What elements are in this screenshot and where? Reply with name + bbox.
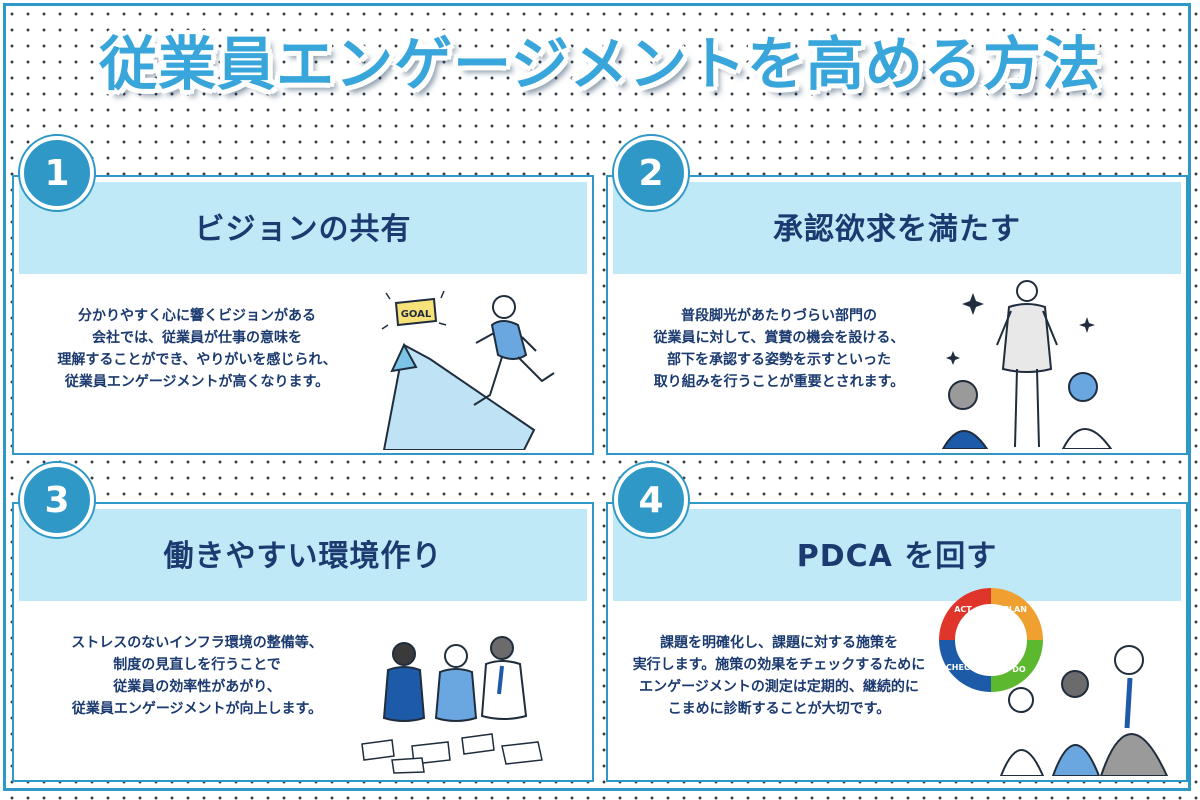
card-description: ストレスのないインフラ環境の整備等、 制度の見直しを行うことで 従業員の効率性が…	[32, 632, 362, 720]
pdca-label-act: ACT	[954, 605, 972, 614]
desc-line: 従業員エンゲージメントが高くなります。	[64, 374, 330, 390]
card-work-environment: 働きやすい環境作り ストレスのないインフラ環境の整備等、 制度の見直しを行うこと…	[12, 502, 594, 782]
step-number-2: 2	[614, 136, 688, 210]
clapping-person-left	[941, 380, 989, 449]
standing-person	[996, 280, 1058, 448]
card-description: 課題を明確化し、課題に対する施策を 実行します。施策の効果をチェックするために …	[614, 632, 944, 720]
desc-line: 普段脚光があたりづらい部門の	[681, 308, 877, 324]
desc-line: 部下を承認する姿勢を示すといった	[667, 352, 891, 368]
sparkle-icons	[946, 293, 1095, 365]
goal-label: GOAL	[401, 309, 432, 320]
pdca-label-do: DO	[1012, 665, 1026, 674]
card-header: PDCA を回す	[613, 509, 1181, 601]
card-heading: ビジョンの共有	[194, 212, 412, 247]
card-heading: PDCA を回す	[796, 539, 998, 574]
team-meeting-illustration	[361, 636, 543, 774]
papers	[361, 733, 543, 774]
card-header: ビジョンの共有	[19, 182, 587, 274]
card-vision: ビジョンの共有 分かりやすく心に響くビジョンがある 会社では、従業員が仕事の意味…	[12, 175, 594, 455]
card-description: 普段脚光があたりづらい部門の 従業員に対して、賞賛の機会を設ける、 部下を承認す…	[614, 305, 944, 393]
pdca-label-check: CHECK	[946, 663, 977, 672]
desc-line: 従業員の効率性があがり、	[113, 679, 281, 695]
pdca-cycle	[939, 588, 1043, 692]
praised-employee-illustration	[941, 280, 1113, 449]
step-number-4: 4	[614, 463, 688, 537]
desc-line: 実行します。施策の効果をチェックするために	[632, 657, 926, 673]
card-heading: 働きやすい環境作り	[163, 539, 443, 574]
card-pdca: PDCA を回す 課題を明確化し、課題に対する施策を 実行します。施策の効果をチ…	[606, 502, 1188, 782]
desc-line: 取り組みを行うことが重要とされます。	[653, 374, 905, 390]
desc-line: ストレスのないインフラ環境の整備等、	[71, 635, 323, 651]
desc-line: 理解することができ、やりがいを感じられ、	[57, 352, 337, 368]
desc-line: 従業員エンゲージメントが向上します。	[71, 701, 323, 717]
title-wrap: 従業員エンゲージメントを高める方法	[0, 28, 1200, 100]
desc-line: 会社では、従業員が仕事の意味を	[92, 330, 302, 346]
cheering-team	[999, 645, 1169, 776]
step-number-1: 1	[20, 136, 94, 210]
person-right	[480, 636, 528, 720]
running-to-goal-illustration: GOAL	[381, 290, 555, 450]
desc-line: 分かりやすく心に響くビジョンがある	[78, 308, 316, 324]
desc-line: 制度の見直しを行うことで	[113, 657, 281, 673]
desc-line: エンゲージメントの測定は定期的、継続的に	[639, 679, 919, 695]
desc-line: 従業員に対して、賞賛の機会を設ける、	[653, 330, 905, 346]
person-left	[382, 642, 426, 722]
runner-figure	[473, 295, 555, 406]
pdca-label-plan: PLAN	[1003, 605, 1027, 614]
person-center	[434, 644, 478, 722]
desc-line: 課題を明確化し、課題に対する施策を	[660, 635, 898, 651]
goal-sign: GOAL	[394, 297, 438, 327]
card-recognition: 承認欲求を満たす 普段脚光があたりづらい部門の 従業員に対して、賞賛の機会を設け…	[606, 175, 1188, 455]
page-title: 従業員エンゲージメントを高める方法	[98, 29, 1101, 99]
clapping-person-right	[1061, 372, 1113, 449]
card-header: 承認欲求を満たす	[613, 182, 1181, 274]
card-description: 分かりやすく心に響くビジョンがある 会社では、従業員が仕事の意味を 理解すること…	[32, 305, 362, 393]
desc-line: こまめに診断することが大切です。	[667, 701, 891, 717]
card-heading: 承認欲求を満たす	[773, 212, 1021, 247]
pdca-cycle-illustration: PLAN DO CHECK ACT	[939, 588, 1169, 776]
card-header: 働きやすい環境作り	[19, 509, 587, 601]
step-number-3: 3	[20, 463, 94, 537]
